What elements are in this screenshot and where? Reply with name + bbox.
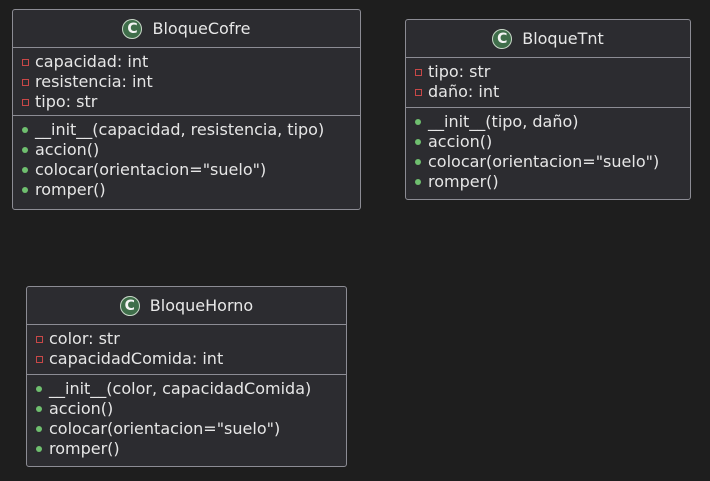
public-circle-icon: [36, 386, 42, 392]
method-row: colocar(orientacion="suelo"): [36, 419, 346, 439]
class-badge-icon: C: [119, 295, 140, 316]
attribute-row: resistencia: int: [22, 72, 360, 92]
method-row: colocar(orientacion="suelo"): [415, 152, 690, 172]
method-text: __init__(tipo, daño): [428, 112, 579, 131]
public-circle-icon: [36, 446, 42, 452]
attribute-row: tipo: str: [415, 62, 690, 82]
method-row: accion(): [415, 132, 690, 152]
method-text: __init__(color, capacidadComida): [49, 379, 312, 398]
attribute-row: color: str: [36, 329, 346, 349]
class-name: BloqueHorno: [149, 296, 254, 315]
method-row: accion(): [22, 140, 360, 160]
method-text: romper(): [428, 172, 499, 191]
attribute-row: capacidad: int: [22, 52, 360, 72]
method-row: romper(): [36, 439, 346, 459]
method-text: accion(): [49, 399, 114, 418]
private-square-icon: [22, 58, 29, 66]
attribute-text: capacidadComida: int: [49, 349, 224, 368]
public-circle-icon: [22, 167, 28, 173]
private-square-icon: [22, 98, 29, 106]
attribute-text: capacidad: int: [35, 52, 149, 71]
method-row: __init__(tipo, daño): [415, 112, 690, 132]
attribute-text: tipo: str: [35, 92, 98, 111]
class-badge-icon: C: [122, 18, 143, 39]
public-circle-icon: [22, 127, 28, 133]
public-circle-icon: [415, 139, 421, 145]
attribute-text: color: str: [49, 329, 120, 348]
public-circle-icon: [415, 179, 421, 185]
method-text: colocar(orientacion="suelo"): [35, 160, 267, 179]
attribute-text: resistencia: int: [35, 72, 153, 91]
method-text: colocar(orientacion="suelo"): [428, 152, 660, 171]
class-box-bloquecofre[interactable]: C BloqueCofre capacidad: int resistencia…: [12, 9, 361, 210]
attribute-row: capacidadComida: int: [36, 349, 346, 369]
class-badge-icon: C: [492, 28, 513, 49]
private-square-icon: [415, 68, 422, 76]
public-circle-icon: [22, 147, 28, 153]
public-circle-icon: [36, 426, 42, 432]
method-text: accion(): [428, 132, 493, 151]
attribute-text: daño: int: [428, 82, 500, 101]
method-text: romper(): [35, 180, 106, 199]
attribute-row: daño: int: [415, 82, 690, 102]
class-box-bloquehorno[interactable]: C BloqueHorno color: str capacidadComida…: [26, 286, 347, 467]
private-square-icon: [36, 335, 43, 343]
method-row: __init__(capacidad, resistencia, tipo): [22, 120, 360, 140]
class-box-bloquetnt[interactable]: C BloqueTnt tipo: str daño: int __init__…: [405, 19, 691, 200]
private-square-icon: [22, 78, 29, 86]
class-header: C BloqueHorno: [27, 287, 346, 325]
class-name: BloqueCofre: [152, 19, 251, 38]
method-row: colocar(orientacion="suelo"): [22, 160, 360, 180]
method-text: colocar(orientacion="suelo"): [49, 419, 281, 438]
method-text: __init__(capacidad, resistencia, tipo): [35, 120, 325, 139]
method-row: romper(): [22, 180, 360, 200]
private-square-icon: [415, 88, 422, 96]
method-text: accion(): [35, 140, 100, 159]
methods-section: __init__(capacidad, resistencia, tipo) a…: [13, 116, 360, 204]
public-circle-icon: [36, 406, 42, 412]
public-circle-icon: [415, 119, 421, 125]
public-circle-icon: [22, 187, 28, 193]
method-row: accion(): [36, 399, 346, 419]
public-circle-icon: [415, 159, 421, 165]
methods-section: __init__(tipo, daño) accion() colocar(or…: [406, 108, 690, 196]
attributes-section: color: str capacidadComida: int: [27, 325, 346, 375]
attributes-section: tipo: str daño: int: [406, 58, 690, 108]
class-name: BloqueTnt: [522, 29, 604, 48]
class-header: C BloqueTnt: [406, 20, 690, 58]
attribute-row: tipo: str: [22, 92, 360, 112]
attributes-section: capacidad: int resistencia: int tipo: st…: [13, 48, 360, 116]
attribute-text: tipo: str: [428, 62, 491, 81]
method-row: __init__(color, capacidadComida): [36, 379, 346, 399]
class-header: C BloqueCofre: [13, 10, 360, 48]
private-square-icon: [36, 355, 43, 363]
method-text: romper(): [49, 439, 120, 458]
methods-section: __init__(color, capacidadComida) accion(…: [27, 375, 346, 463]
method-row: romper(): [415, 172, 690, 192]
